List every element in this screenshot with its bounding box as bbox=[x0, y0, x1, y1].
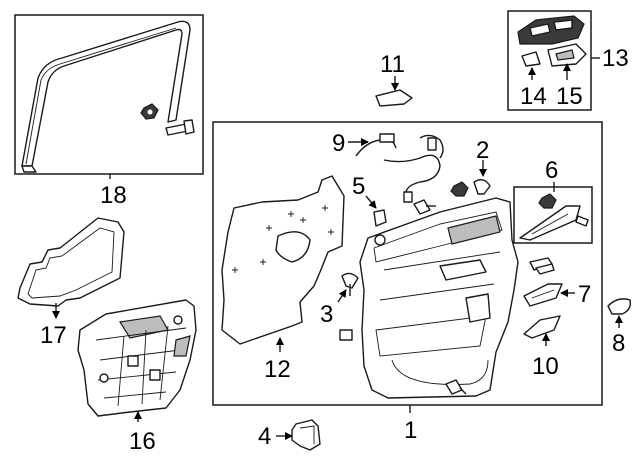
bracket-4 bbox=[291, 419, 321, 451]
deflector-group: 17 bbox=[17, 217, 125, 349]
callout-8: 8 bbox=[612, 330, 625, 357]
callout-3: 3 bbox=[320, 301, 333, 328]
callout-18: 18 bbox=[100, 182, 127, 209]
switch-bezel bbox=[517, 15, 585, 45]
door-trim-panel bbox=[359, 197, 519, 399]
pocket-trim bbox=[523, 315, 561, 339]
channel-bolt-icon bbox=[165, 119, 195, 136]
callout-6: 6 bbox=[545, 157, 558, 184]
small-clip-icon bbox=[339, 329, 353, 341]
lock-switch-icon bbox=[529, 257, 555, 275]
pin-group: 3 bbox=[320, 272, 359, 328]
push-pin-group: 2 bbox=[450, 137, 491, 197]
switch-assembly-group: 13 14 15 bbox=[507, 10, 629, 111]
clip-5 bbox=[373, 209, 387, 227]
door-trim-panel-group bbox=[359, 197, 519, 399]
callout-2: 2 bbox=[476, 137, 489, 164]
callout-4: 4 bbox=[258, 423, 271, 450]
callout-10: 10 bbox=[532, 353, 559, 380]
cap-group: 8 bbox=[607, 298, 632, 357]
callout-14: 14 bbox=[520, 83, 547, 110]
pull-handle bbox=[519, 205, 581, 241]
callout-15: 15 bbox=[556, 83, 583, 110]
pull-handle-box bbox=[513, 186, 593, 244]
channel-foot bbox=[21, 165, 37, 173]
window-channel-group: 18 bbox=[14, 14, 204, 209]
switch-14 bbox=[521, 51, 541, 67]
pull-handle-group: 6 bbox=[513, 157, 593, 244]
cap-8 bbox=[607, 298, 632, 315]
callout-12: 12 bbox=[264, 356, 291, 383]
push-pin bbox=[473, 179, 491, 195]
pocket-trim-group: 10 bbox=[523, 315, 561, 380]
callout-17: 17 bbox=[40, 322, 67, 349]
bracket-group: 11 bbox=[375, 51, 413, 107]
handle-bezel-group: 7 bbox=[523, 281, 591, 308]
switch-assembly-box bbox=[507, 10, 592, 111]
pin-3 bbox=[341, 272, 359, 289]
clip-group: 5 bbox=[352, 173, 387, 227]
callout-5: 5 bbox=[352, 173, 365, 200]
lower-bracket-group: 4 bbox=[258, 419, 321, 451]
harness-wire-b bbox=[383, 154, 441, 197]
water-deflector-group: 12 bbox=[221, 175, 345, 383]
handle-bezel bbox=[523, 283, 563, 307]
channel-nut-icon bbox=[140, 103, 159, 120]
callout-9: 9 bbox=[332, 130, 345, 157]
window-regulator-group: 16 bbox=[77, 299, 197, 455]
callout-11: 11 bbox=[380, 51, 405, 78]
door-trim-box bbox=[212, 121, 603, 406]
callout-13: 13 bbox=[602, 45, 629, 72]
bracket-11 bbox=[375, 89, 413, 107]
push-nut-icon bbox=[450, 181, 469, 197]
panel-bolt-icon bbox=[445, 379, 467, 395]
callout-7: 7 bbox=[578, 281, 591, 308]
callout-16: 16 bbox=[129, 428, 156, 455]
deflector bbox=[17, 217, 125, 307]
callout-1: 1 bbox=[404, 417, 417, 444]
window-channel bbox=[21, 20, 191, 167]
wiring-harness-group: 9 bbox=[332, 130, 444, 203]
handle-nut-icon bbox=[538, 193, 557, 209]
window-channel-box bbox=[14, 14, 204, 175]
water-deflector bbox=[221, 175, 345, 345]
screw-icon bbox=[413, 199, 436, 215]
